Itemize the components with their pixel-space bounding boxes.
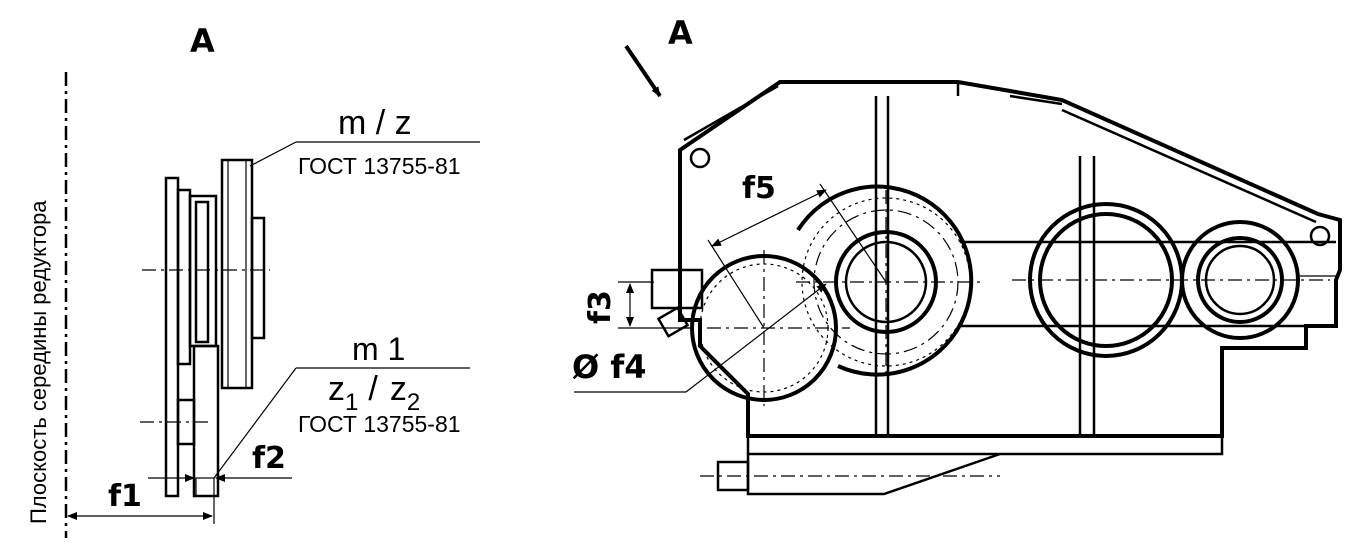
z1-letter: z bbox=[328, 370, 345, 408]
view-direction-arrow bbox=[624, 44, 662, 98]
f5-dimension: f5 bbox=[707, 171, 887, 329]
left-gear-body bbox=[164, 158, 266, 498]
bottom-callout-standard: ГОСТ 13755-81 bbox=[298, 411, 461, 437]
top-callout-standard: ГОСТ 13755-81 bbox=[298, 153, 461, 179]
driven-gear bbox=[796, 184, 980, 377]
z2-letter: z bbox=[390, 370, 407, 408]
f3-dimension: f3 bbox=[583, 281, 690, 329]
z1-subscript: 1 bbox=[345, 389, 358, 416]
gearbox-housing bbox=[650, 80, 1342, 496]
top-callout-fraction: m / z bbox=[338, 104, 412, 142]
f1-label: f1 bbox=[108, 479, 142, 514]
left-view-label: A bbox=[190, 22, 215, 60]
left-side-view: A Плоскость середины редуктора m / z ГОС… bbox=[26, 22, 480, 538]
right-front-view: A bbox=[572, 14, 1342, 496]
bottom-callout-module: m 1 bbox=[352, 331, 405, 367]
f4-label: Ø f4 bbox=[572, 348, 647, 386]
right-view-label: A bbox=[668, 14, 693, 52]
midplane-label: Плоскость середины редуктора bbox=[26, 200, 51, 524]
z2-subscript: 2 bbox=[407, 389, 420, 416]
top-gear-callout: m / z ГОСТ 13755-81 bbox=[249, 104, 480, 179]
pinion-gear bbox=[680, 250, 850, 406]
f5-label: f5 bbox=[742, 171, 776, 206]
f4-dimension: Ø f4 bbox=[572, 283, 827, 393]
f2-label: f2 bbox=[252, 441, 286, 476]
shaft-bores bbox=[1012, 202, 1330, 358]
bottom-callout-ratio: z1/z2 bbox=[328, 370, 420, 416]
bottom-gear-callout: m 1 z1/z2 ГОСТ 13755-81 bbox=[213, 331, 470, 479]
ratio-slash: / bbox=[368, 370, 378, 408]
f3-label: f3 bbox=[583, 290, 618, 324]
